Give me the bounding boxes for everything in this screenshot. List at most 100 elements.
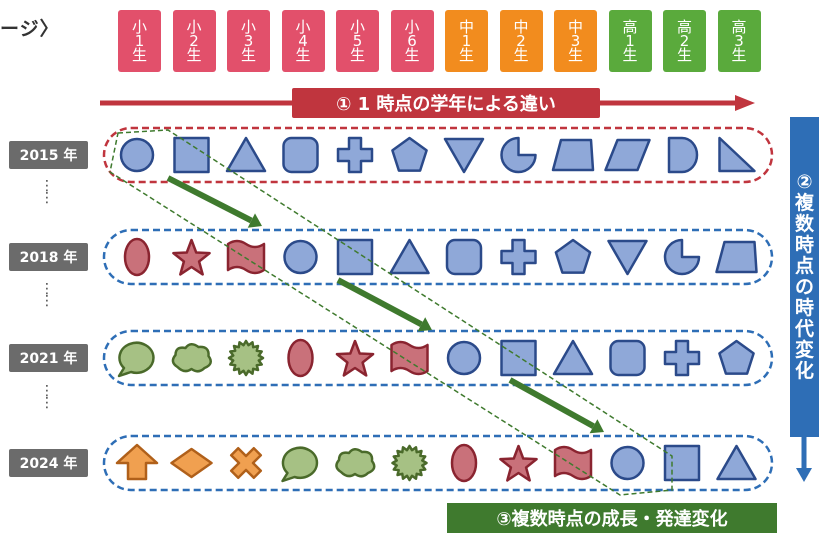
down-triangle-shape	[443, 137, 485, 174]
triangle-shape	[225, 136, 267, 173]
grade-label-char: 3	[734, 32, 744, 50]
year-label: 2015 年	[9, 141, 88, 169]
down-triangle-shape	[607, 239, 648, 276]
vertical-banner-char: ②	[796, 171, 813, 193]
pacman-shape	[500, 136, 537, 174]
grade-label-char: 生	[622, 46, 638, 64]
grade-label-char: 中	[567, 18, 583, 36]
grade-label-char: 2	[516, 32, 526, 50]
grade-label-char: 3	[570, 32, 581, 50]
grade-label-char: 小	[240, 18, 256, 36]
ellipsis-dots: ⋮⋮	[40, 178, 54, 206]
cross-shape	[336, 136, 374, 174]
speech-bubble-shape	[117, 341, 155, 378]
grade-label-char: 高	[731, 18, 747, 36]
ellipse-shape	[450, 443, 478, 483]
pentagon-shape	[718, 339, 755, 375]
trapezoid-shape	[551, 138, 595, 172]
vertical-banner-char: 点	[794, 255, 814, 277]
rounded-square-shape	[445, 238, 483, 276]
ellipse-shape	[123, 237, 151, 277]
star-shape	[172, 238, 211, 276]
grade-label-char: 中	[513, 18, 529, 36]
ellipse-shape	[287, 338, 314, 378]
grade-label-char: 生	[404, 46, 420, 64]
diamond-shape	[170, 447, 213, 479]
grade-label-char: 生	[240, 46, 256, 64]
grade-axis-arrowhead	[735, 95, 755, 111]
row-band	[102, 329, 774, 387]
vertical-banner-char: 化	[794, 360, 814, 382]
grade-label-char: 生	[731, 46, 747, 64]
burst-shape	[227, 339, 265, 377]
right-triangle-shape	[718, 136, 756, 173]
row-band	[102, 434, 774, 492]
grade-difference-banner: ① 1 時点の学年による違い	[292, 88, 600, 118]
grade-label-char: 高	[622, 18, 638, 36]
pacman-shape	[663, 238, 701, 276]
grade-label-char: 5	[352, 32, 363, 50]
grade-label-char: 生	[458, 46, 474, 64]
grade-label-char: 1	[625, 32, 635, 50]
circle-shape	[610, 445, 645, 481]
grade-label-char: 生	[567, 46, 583, 64]
ellipsis-dots: ⋮⋮	[40, 383, 54, 411]
circle-shape	[119, 137, 155, 173]
vertical-banner-char: 複	[794, 192, 814, 214]
vertical-banner-char: 時	[794, 297, 814, 319]
square-shape	[500, 339, 537, 377]
cohort-arrowhead	[247, 213, 262, 228]
grade-label-char: 高	[676, 18, 692, 36]
grade-label-char: 2	[679, 32, 690, 50]
grade-label-char: 生	[186, 46, 202, 64]
grade-label-char: 1	[134, 32, 145, 50]
vertical-banner-char: 代	[794, 318, 814, 340]
grade-label-char: 生	[676, 46, 692, 64]
year-label: 2024 年	[9, 449, 88, 477]
vertical-banner-char: の	[794, 276, 814, 298]
time-axis-arrowhead	[796, 468, 812, 482]
rounded-square-shape	[609, 339, 646, 377]
triangle-shape	[389, 238, 430, 275]
grade-label-char: 1	[461, 32, 472, 50]
grade-label-char: 3	[243, 32, 254, 50]
cohort-band	[109, 129, 673, 496]
ellipsis-dots: ⋮⋮	[40, 281, 54, 309]
row-band	[102, 228, 774, 286]
grade-label-char: 4	[298, 32, 308, 50]
triangle-shape	[716, 444, 757, 481]
rounded-square-shape	[282, 136, 319, 174]
grade-label-char: 小	[404, 18, 420, 36]
year-label: 2018 年	[9, 243, 88, 271]
cloud-shape	[171, 343, 212, 373]
page-title-fragment: ージ〉	[0, 18, 60, 40]
pentagon-shape	[391, 136, 428, 172]
square-shape	[663, 444, 701, 482]
speech-bubble-shape	[281, 446, 319, 483]
wavy-flag-shape	[226, 239, 266, 275]
grade-label-char: 小	[131, 18, 147, 36]
cross-shape	[500, 238, 537, 276]
star-shape	[335, 339, 375, 377]
vertical-banner-char: 変	[794, 339, 814, 361]
grade-label-char: 6	[407, 32, 417, 50]
grade-label-char: 生	[349, 46, 365, 64]
cohort-arrow	[508, 377, 595, 429]
cohort-arrowhead	[417, 317, 432, 332]
d-shape-shape	[667, 136, 699, 174]
parallelogram-shape	[604, 138, 651, 172]
cohort-arrow	[336, 277, 423, 328]
cohort-change-banner: ③複数時点の成長・発達変化	[447, 503, 777, 533]
trapezoid-shape	[715, 240, 758, 274]
